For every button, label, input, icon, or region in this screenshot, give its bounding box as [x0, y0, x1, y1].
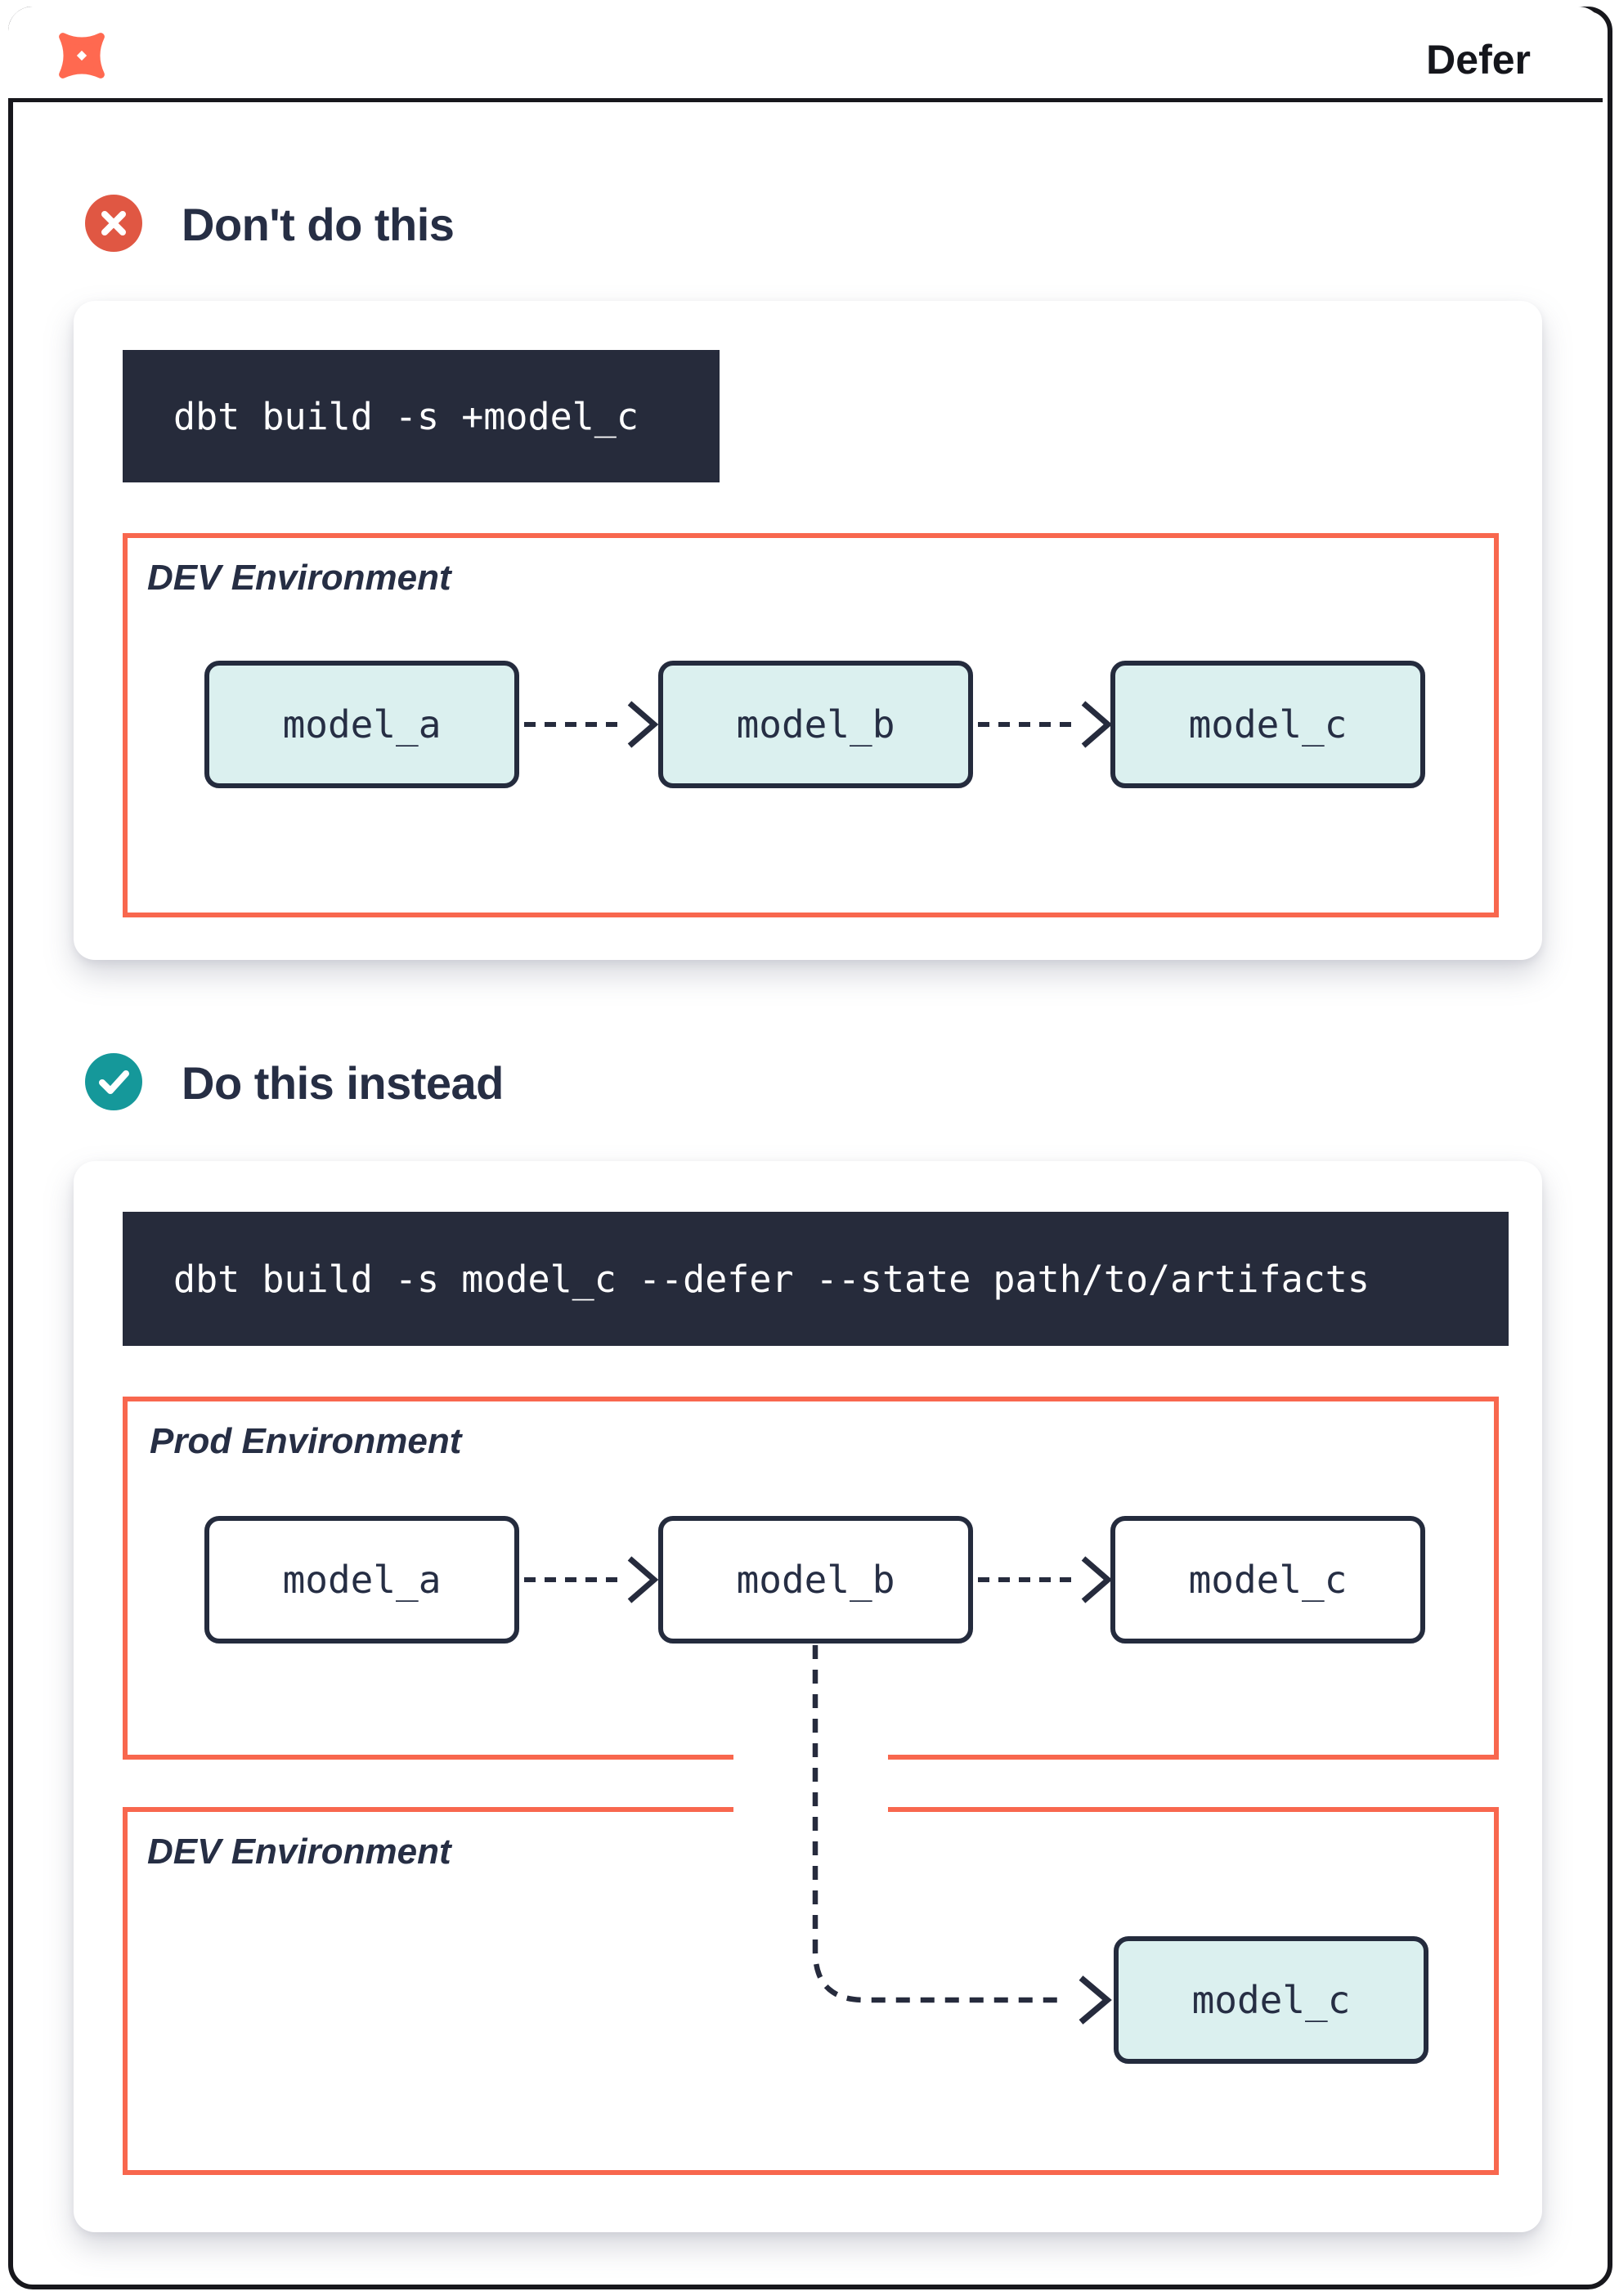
header-bar: Defer [8, 7, 1603, 102]
dbt-logo-icon [59, 33, 105, 78]
dont-heading: Don't do this [182, 199, 455, 250]
model-node: model_b [658, 661, 973, 788]
check-circle-icon [85, 1053, 142, 1110]
page-title: Defer [1426, 37, 1531, 83]
do-dev-environment-label: DEV Environment [147, 1832, 451, 1872]
x-circle-icon [85, 195, 142, 252]
do-heading: Do this instead [182, 1057, 504, 1109]
model-node: model_c [1114, 1936, 1428, 2064]
model-node: model_a [204, 661, 519, 788]
model-node: model_a [204, 1516, 519, 1644]
model-node: model_c [1110, 661, 1425, 788]
prod-environment-label: Prod Environment [150, 1421, 462, 1461]
model-node: model_c [1110, 1516, 1425, 1644]
dont-dev-environment-label: DEV Environment [147, 558, 451, 598]
do-command-codeblock: dbt build -s model_c --defer --state pat… [123, 1212, 1509, 1346]
dont-command-codeblock: dbt build -s +model_c [123, 350, 720, 482]
model-node: model_b [658, 1516, 973, 1644]
